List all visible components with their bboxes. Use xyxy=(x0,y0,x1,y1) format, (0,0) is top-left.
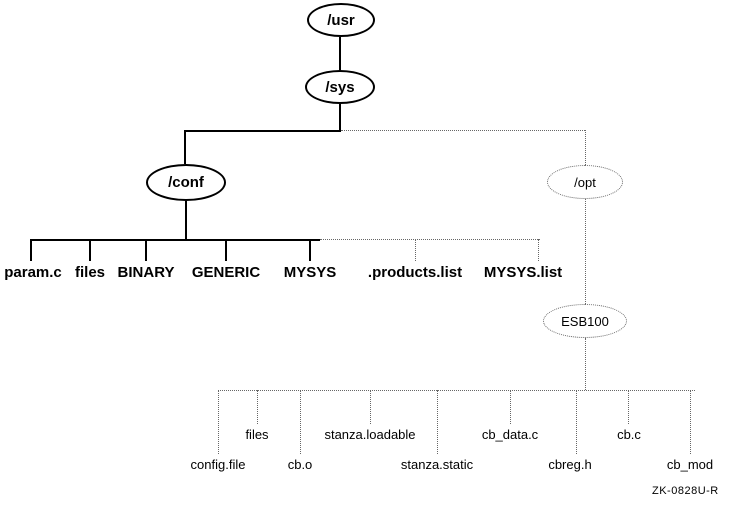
edge-usr-sys xyxy=(339,37,341,70)
leaf-stanza-static: stanza.static xyxy=(400,457,474,472)
leaf-mysys-list: MYSYS.list xyxy=(483,264,563,281)
drop-stanza-static xyxy=(437,390,438,454)
edge-split-conf xyxy=(184,130,186,164)
leaf-param-c: param.c xyxy=(4,264,62,281)
leaf-cb-mod: cb_mod xyxy=(666,457,714,472)
esb-bus-dotted xyxy=(218,390,695,391)
edge-sys-split xyxy=(339,104,341,131)
drop-stanza-loadable xyxy=(370,390,371,424)
drop-cbreg-h xyxy=(576,390,577,454)
leaf-cbreg-h: cbreg.h xyxy=(548,457,592,472)
conf-bus-solid xyxy=(30,239,320,241)
drop-cb-o xyxy=(300,390,301,454)
drop-generic xyxy=(225,239,227,261)
drop-files xyxy=(89,239,91,261)
conf-bus-dotted xyxy=(320,239,540,240)
drop-param-c xyxy=(30,239,32,261)
drop-files-2 xyxy=(257,390,258,424)
figure-id: ZK-0828U-R xyxy=(652,485,719,497)
node-opt: /opt xyxy=(547,165,623,199)
drop-products-list xyxy=(415,239,416,261)
leaf-config-file: config.file xyxy=(190,457,246,472)
drop-cb-c xyxy=(628,390,629,424)
edge-conf-bus xyxy=(185,201,187,240)
leaf-files: files xyxy=(74,264,106,281)
edge-esb100-bus xyxy=(585,338,586,390)
leaf-cb-c: cb.c xyxy=(617,427,641,442)
drop-config-file xyxy=(218,390,219,454)
leaf-files-2: files xyxy=(245,427,269,442)
drop-mysys-list xyxy=(538,239,539,261)
edge-split-left xyxy=(184,130,341,132)
leaf-products-list: .products.list xyxy=(367,264,463,281)
drop-mysys xyxy=(309,239,311,261)
node-sys: /sys xyxy=(305,70,375,104)
leaf-generic: GENERIC xyxy=(191,264,261,281)
drop-binary xyxy=(145,239,147,261)
leaf-mysys: MYSYS xyxy=(283,264,337,281)
node-usr: /usr xyxy=(307,3,375,37)
edge-opt-esb100 xyxy=(585,199,586,304)
edge-split-right xyxy=(341,130,585,131)
edge-split-opt xyxy=(585,130,586,165)
leaf-stanza-loadable: stanza.loadable xyxy=(324,427,416,442)
leaf-binary: BINARY xyxy=(117,264,175,281)
node-conf: /conf xyxy=(146,164,226,201)
drop-cb-mod xyxy=(690,390,691,454)
node-esb100: ESB100 xyxy=(543,304,627,338)
leaf-cb-data-c: cb_data.c xyxy=(481,427,539,442)
drop-cb-data-c xyxy=(510,390,511,424)
leaf-cb-o: cb.o xyxy=(287,457,313,472)
